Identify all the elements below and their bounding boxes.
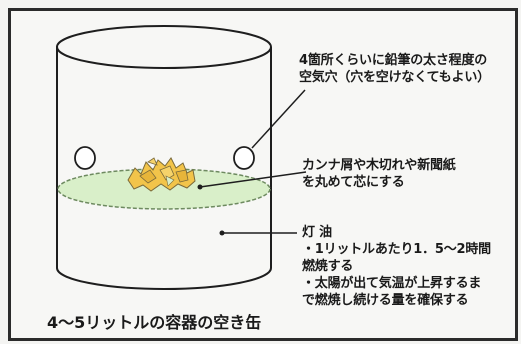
can-bottom-rim (56, 267, 272, 290)
container-caption: 4～5リットルの容器の空き缶 (47, 313, 262, 332)
leader-kerosene-dot (219, 230, 225, 236)
air-hole-left (74, 146, 96, 170)
kerosene-line-4: で燃焼し続ける量を確保する (302, 293, 469, 308)
leader-air-hole (251, 89, 306, 149)
kerosene-annotation: 灯 油 ・1リットルあたり1．5～2時間 燃焼する ・太陽が出て気温が上昇するま… (302, 224, 491, 309)
wick-shavings (127, 157, 196, 192)
kerosene-heading: 灯 油 (302, 225, 332, 240)
leader-wick-dot (197, 184, 203, 190)
air-hole-line-2: 空気穴（穴を空けなくてもよい） (299, 70, 490, 85)
leader-wick (199, 171, 307, 188)
can-top-rim (56, 25, 272, 69)
wick-line-2: を丸めて芯にする (302, 175, 405, 190)
kerosene-line-3: ・太陽が出て気温が上昇するま (302, 276, 482, 291)
kerosene-line-1: ・1リットルあたり1．5～2時間 (302, 242, 491, 257)
wick-annotation: カンナ屑や木切れや新聞紙 を丸めて芯にする (302, 157, 456, 191)
wick-line-1: カンナ屑や木切れや新聞紙 (302, 158, 456, 173)
air-hole-annotation: 4箇所くらいに鉛筆の太さ程度の 空気穴（穴を空けなくてもよい） (299, 52, 490, 86)
air-hole-right (233, 146, 255, 170)
air-hole-line-1: 4箇所くらいに鉛筆の太さ程度の (299, 53, 488, 68)
kerosene-line-2: 燃焼する (302, 259, 354, 274)
